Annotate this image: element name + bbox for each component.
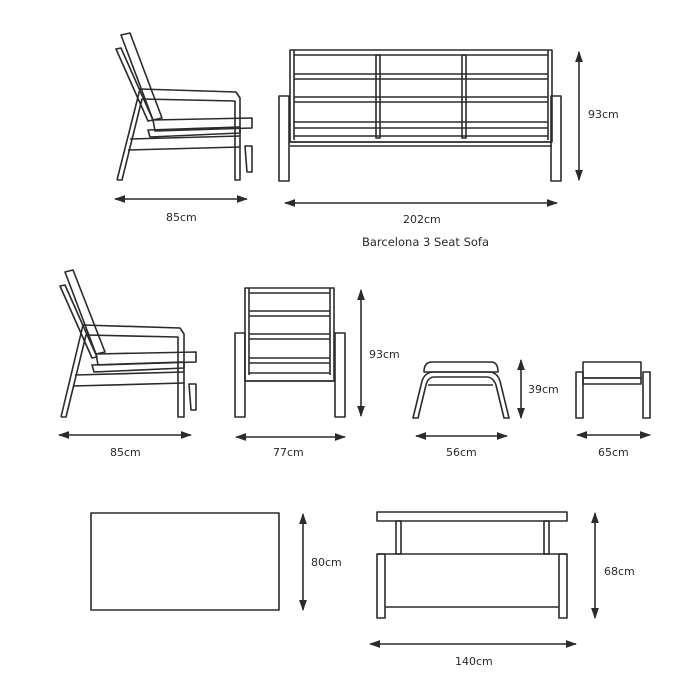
coffee-table-top-view xyxy=(90,512,280,611)
chair-width-label: 77cm xyxy=(273,446,304,459)
stool2-width-label: 65cm xyxy=(598,446,629,459)
coffee-table-front-view xyxy=(376,511,568,619)
sofa-side-view xyxy=(115,32,253,181)
sofa-front-view xyxy=(278,49,562,182)
stool-width-label: 56cm xyxy=(446,446,477,459)
armchair-side-view xyxy=(59,269,197,418)
sofa-caption: Barcelona 3 Seat Sofa xyxy=(362,235,490,249)
armchair-front-view xyxy=(234,287,346,418)
chair-side-width-label: 85cm xyxy=(110,446,141,459)
footstool-side-view xyxy=(412,361,510,419)
table-height-label: 68cm xyxy=(604,565,635,578)
table-depth-label: 80cm xyxy=(311,556,342,569)
chair-height-label: 93cm xyxy=(369,348,400,361)
sofa-width-label: 202cm xyxy=(403,213,441,226)
sofa-height-label: 93cm xyxy=(588,108,619,121)
footstool-front-view xyxy=(575,361,651,419)
sofa-side-width-label: 85cm xyxy=(166,211,197,224)
stool-height-label: 39cm xyxy=(528,383,559,396)
table-width-label: 140cm xyxy=(455,655,493,668)
